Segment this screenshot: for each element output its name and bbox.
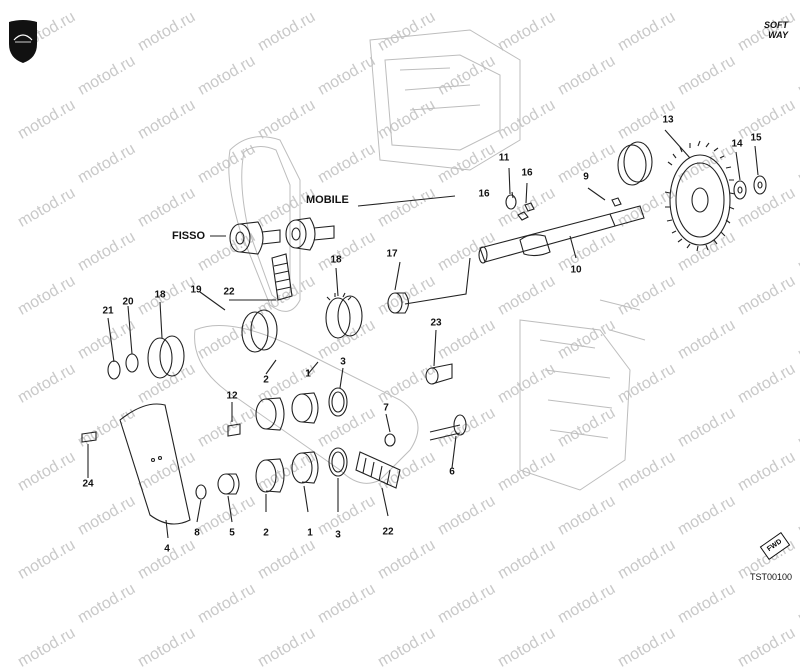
callout-3-lower: 3 <box>335 529 341 541</box>
bearing-2-upper <box>255 398 277 430</box>
ring-3-lower <box>328 447 348 477</box>
ring-3-upper <box>328 387 348 417</box>
belt-22-lower <box>355 451 401 489</box>
softway-brand: SOFT WAY <box>764 20 788 40</box>
callout-12: 12 <box>226 390 238 402</box>
label-mobile: MOBILE <box>306 194 349 206</box>
label-fisso: FISSO <box>172 230 206 242</box>
circlip-11 <box>505 194 517 210</box>
callout-7: 7 <box>383 402 389 414</box>
callout-1-upper: 1 <box>305 368 311 380</box>
shaft-6 <box>453 414 467 436</box>
callout-24: 24 <box>82 478 94 490</box>
callout-16b: 16 <box>478 188 490 200</box>
bushing-5 <box>217 473 235 495</box>
softway-line1: SOFT <box>764 20 788 30</box>
bolt-12 <box>227 423 241 437</box>
roller-mobile <box>285 219 307 249</box>
ghost-engine-background <box>194 29 646 491</box>
callout-14: 14 <box>731 138 743 150</box>
gear-18-left <box>147 337 173 379</box>
screw-24 <box>81 431 97 443</box>
callout-10: 10 <box>570 264 582 276</box>
callout-16a: 16 <box>521 167 533 179</box>
watermark-text: motod.ru <box>254 624 318 671</box>
camshaft-10 <box>479 213 616 263</box>
bearing-1-lower <box>291 452 313 484</box>
callout-13: 13 <box>662 114 674 126</box>
belt-cover-4 <box>119 403 191 525</box>
callout-22-upper: 22 <box>223 286 235 298</box>
callout-6: 6 <box>449 466 455 478</box>
callout-4: 4 <box>164 543 170 555</box>
bearing-1-upper <box>291 393 313 423</box>
watermark-text: motod.ru <box>734 624 798 671</box>
spacer-8 <box>195 484 207 500</box>
drawing-code: TST00100 <box>749 572 792 582</box>
bushing-17 <box>387 292 403 314</box>
gear-13 <box>669 154 731 246</box>
key-16b <box>524 202 535 212</box>
callout-1-lower: 1 <box>307 527 313 539</box>
washer-14 <box>733 180 747 200</box>
callout-9: 9 <box>583 171 589 183</box>
nut-7 <box>384 433 396 447</box>
callout-2-upper: 2 <box>263 374 269 386</box>
ducati-logo <box>6 18 40 64</box>
callout-3-upper: 3 <box>340 356 346 368</box>
callout-17: 17 <box>386 248 398 260</box>
softway-line2: WAY <box>768 30 788 40</box>
washer-15 <box>753 175 767 195</box>
pulley-19 <box>241 311 269 353</box>
bearing-2-lower <box>255 459 277 493</box>
parts-drawing <box>81 29 767 539</box>
parts-linework <box>81 129 767 539</box>
callout-15: 15 <box>750 132 762 144</box>
callout-18-left: 18 <box>154 289 166 301</box>
callout-22-lower: 22 <box>382 526 394 538</box>
watermark-text: motod.ru <box>494 624 558 671</box>
exploded-parts-diagram: motod.ru motod.ru motod.ru motod.ru motod.ru… <box>6 8 800 671</box>
washer-21 <box>107 360 121 380</box>
callout-20: 20 <box>122 296 134 308</box>
callout-18-center: 18 <box>330 254 342 266</box>
callout-8: 8 <box>194 527 200 539</box>
callout-21: 21 <box>102 305 114 317</box>
watermark-text: motod.ru <box>614 624 678 671</box>
gear-18-center <box>325 297 351 339</box>
callout-11: 11 <box>498 152 510 164</box>
belt-22-upper <box>271 253 293 301</box>
watermark-text: motod.ru <box>134 624 198 671</box>
key-16a <box>517 211 529 221</box>
shaft-23 <box>425 367 439 385</box>
roller-fisso <box>229 223 251 253</box>
watermark-text: motod.ru <box>14 624 78 671</box>
callout-5: 5 <box>229 527 235 539</box>
callout-2-lower: 2 <box>263 527 269 539</box>
callout-23: 23 <box>430 317 442 329</box>
washer-20 <box>125 353 139 373</box>
watermark-text: motod.ru <box>374 624 438 671</box>
callout-19: 19 <box>190 284 202 296</box>
